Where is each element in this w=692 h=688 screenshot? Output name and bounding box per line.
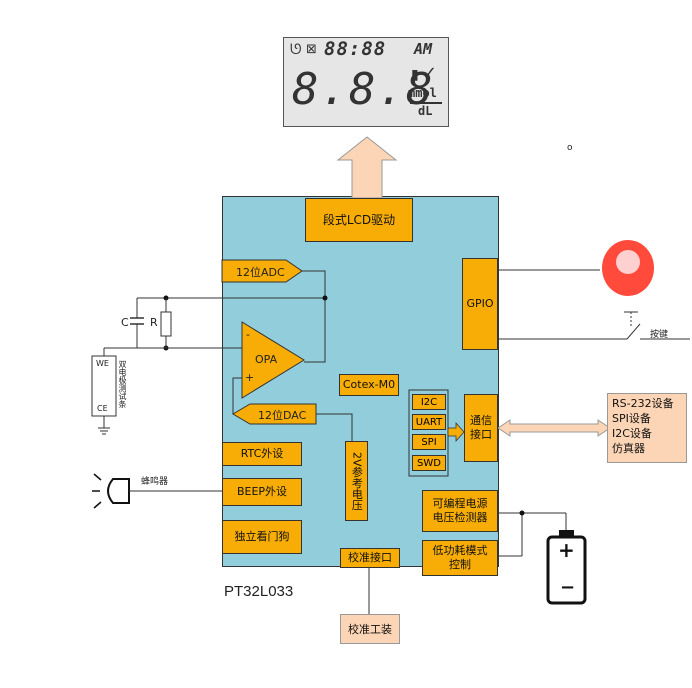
rtc-block: RTC外设 bbox=[222, 442, 302, 466]
iface-i2c: I2C bbox=[412, 394, 446, 410]
core-block: Cotex-M0 bbox=[339, 374, 399, 396]
lowpower-block: 低功耗模式控制 bbox=[422, 540, 498, 576]
buzzer-shape bbox=[107, 478, 130, 504]
lcd-icon-check: ✓ bbox=[422, 63, 438, 83]
chip-name: PT32L033 bbox=[224, 583, 294, 600]
lcd-display: ᘎ ⊠ 88:88 AM 8.8.8 ▮ ✓ mmol dL bbox=[283, 37, 449, 127]
lcd-am: AM bbox=[414, 40, 433, 58]
buzzer-label: 蜂鸣器 bbox=[141, 477, 169, 487]
device-emulator: 仿真器 bbox=[612, 442, 645, 455]
opa-plus-sign: + bbox=[245, 371, 255, 384]
resistor-label: R bbox=[150, 316, 158, 329]
lcd-icon-battery: ▮ bbox=[411, 66, 419, 82]
lcd-driver-block: 段式LCD驱动 bbox=[305, 198, 413, 242]
watchdog-block: 独立看门狗 bbox=[222, 520, 302, 554]
lcd-arrow bbox=[336, 136, 398, 199]
opa-label: OPA bbox=[255, 353, 278, 366]
calib-block: 校准接口 bbox=[340, 548, 400, 568]
device-i2c: I2C设备 bbox=[612, 427, 652, 440]
device-rs232: RS-232设备 bbox=[612, 397, 674, 410]
strip-ce-label: CE bbox=[97, 404, 108, 413]
external-devices-box: RS-232设备 SPI设备 I2C设备 仿真器 bbox=[607, 393, 687, 463]
opa-minus-sign: - bbox=[246, 328, 250, 341]
capacitor-label: C bbox=[121, 316, 129, 329]
lcd-unit-top: mmol bbox=[408, 86, 437, 100]
dac-label: 12位DAC bbox=[258, 409, 307, 422]
button-label: 按键 bbox=[650, 330, 669, 340]
iface-spi: SPI bbox=[412, 434, 446, 450]
lcd-icon-drop: ᘎ bbox=[290, 41, 302, 57]
beep-block: BEEP外设 bbox=[222, 478, 302, 506]
lcd-unit-bottom: dL bbox=[418, 104, 433, 118]
led-glow bbox=[602, 240, 654, 296]
ref-voltage-block: 2V参考电压 bbox=[345, 441, 368, 521]
battery-minus: − bbox=[560, 577, 576, 598]
strip-we-label: WE bbox=[96, 359, 109, 368]
comm-double-arrow bbox=[497, 419, 611, 437]
stray-dot: o bbox=[567, 143, 573, 153]
lcd-main-digits: 8.8.8 bbox=[292, 64, 435, 115]
iface-swd: SWD bbox=[412, 455, 446, 471]
lcd-unit-divider bbox=[410, 102, 442, 104]
strip-label: 双电极测试条 bbox=[118, 360, 127, 408]
device-spi: SPI设备 bbox=[612, 412, 651, 425]
gpio-block: GPIO bbox=[462, 258, 498, 350]
lcd-top-digits: 88:88 bbox=[324, 38, 387, 60]
iface-uart: UART bbox=[412, 414, 446, 430]
battery-plus: + bbox=[558, 538, 575, 562]
calib-tool-box: 校准工装 bbox=[340, 614, 400, 644]
lcd-icon-envelope: ⊠ bbox=[306, 41, 317, 56]
comm-block: 通信接口 bbox=[464, 394, 498, 462]
adc-label: 12位ADC bbox=[236, 266, 285, 279]
pvd-block: 可编程电源电压检测器 bbox=[422, 490, 498, 532]
